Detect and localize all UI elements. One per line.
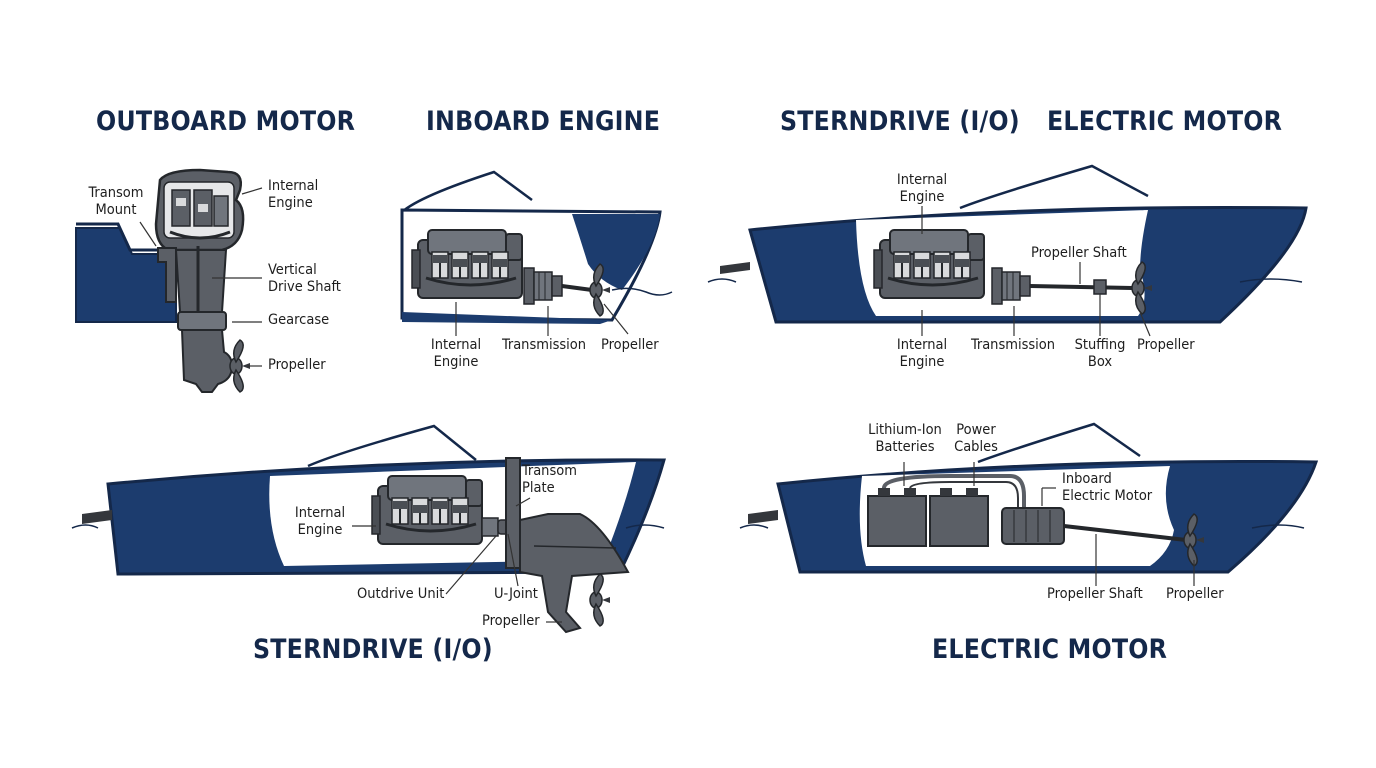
label-outdrive-unit: Outdrive Unit bbox=[357, 586, 445, 602]
title-electric-motor-top: ELECTRIC MOTOR bbox=[1047, 106, 1283, 137]
label-electric-propeller-shaft: Propeller Shaft bbox=[1047, 586, 1143, 602]
outboard-motor-drawing bbox=[75, 168, 251, 393]
label-gearcase: Gearcase bbox=[268, 312, 330, 328]
electric-motor-drawing bbox=[739, 422, 1319, 574]
inboard-engine-drawing bbox=[400, 170, 673, 324]
title-outboard-motor: OUTBOARD MOTOR bbox=[96, 106, 356, 137]
title-sterndrive-top: STERNDRIVE (I/O) bbox=[780, 106, 1020, 137]
sterndrive-drawing bbox=[71, 424, 666, 634]
label-outboard-propeller: Propeller bbox=[268, 357, 326, 373]
title-electric-motor-bottom: ELECTRIC MOTOR bbox=[932, 634, 1168, 665]
leader-lines bbox=[139, 187, 1195, 623]
label-large-propeller: Propeller bbox=[1137, 337, 1195, 353]
label-inboard-propeller: Propeller bbox=[601, 337, 659, 353]
title-sterndrive-bottom: STERNDRIVE (I/O) bbox=[253, 634, 493, 665]
label-inboard-transmission: Transmission bbox=[502, 337, 587, 353]
label-u-joint: U-Joint bbox=[494, 586, 538, 602]
title-inboard-engine: INBOARD ENGINE bbox=[426, 106, 661, 137]
label-large-propeller-shaft: Propeller Shaft bbox=[1031, 245, 1127, 261]
label-sterndrive-propeller: Propeller bbox=[482, 613, 540, 629]
label-large-transmission: Transmission bbox=[971, 337, 1056, 353]
inboard-large-drawing bbox=[707, 164, 1308, 324]
label-electric-propeller: Propeller bbox=[1166, 586, 1224, 602]
